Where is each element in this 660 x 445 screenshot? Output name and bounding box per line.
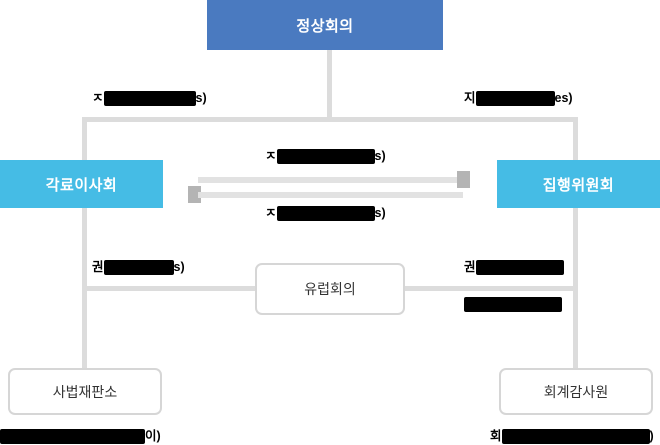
edge-label-summit-to-commission: 지 es) (464, 90, 573, 107)
edge-label-council-to-european: 권 s) (92, 259, 185, 276)
redaction-bar (501, 429, 650, 445)
edge-label-arrow-top: ㅈ s) (265, 148, 386, 165)
redaction-bar (276, 206, 375, 222)
redaction-bar (464, 297, 562, 313)
connector-summit-down (327, 50, 332, 121)
edge-label-arrow-bottom: ㅈ s) (265, 205, 386, 222)
edge-label-suffix: es) (554, 91, 573, 105)
node-summit-label: 정상회의 (296, 17, 354, 35)
arrow-shaft-leftward (198, 192, 463, 198)
redaction-bar (475, 260, 564, 276)
edge-label-prefix: ㅈ (265, 149, 277, 163)
edge-label-commission-to-european-line2 (464, 296, 562, 313)
caption-suffix: ) (649, 429, 654, 443)
redaction-bar (103, 91, 196, 107)
redaction-bar (0, 429, 145, 445)
node-summit[interactable]: 정상회의 (207, 0, 443, 50)
edge-label-commission-to-european-line1: 권 (464, 259, 564, 276)
redaction-bar (276, 149, 375, 165)
edge-label-prefix: 지 (464, 91, 476, 105)
edge-label-suffix: s) (173, 260, 185, 274)
node-court-of-auditors[interactable]: 회계감사원 (499, 368, 653, 415)
edge-label-summit-to-council: ㅈ s) (92, 90, 207, 107)
node-court-of-justice-label: 사법재판소 (52, 383, 118, 400)
node-european-council[interactable]: 유럽회의 (255, 263, 405, 315)
node-council-of-ministers[interactable]: 각료이사회 (0, 160, 163, 208)
edge-label-prefix: ㅈ (265, 206, 277, 220)
edge-label-suffix: s) (374, 149, 386, 163)
node-council-of-ministers-label: 각료이사회 (45, 176, 118, 194)
connector-right-spine (573, 117, 578, 370)
caption-suffix: 이) (145, 429, 161, 443)
arrow-shaft-rightward (198, 177, 463, 183)
node-executive-commission[interactable]: 집행위원회 (497, 160, 660, 208)
redaction-bar (475, 91, 555, 107)
edge-label-suffix: s) (195, 91, 207, 105)
connector-european-council-left (82, 286, 258, 291)
edge-label-suffix: s) (374, 206, 386, 220)
caption-court-of-justice: 이) (0, 428, 161, 445)
connector-left-spine (82, 117, 87, 370)
edge-label-prefix: 권 (464, 260, 476, 274)
edge-label-prefix: 권 (92, 260, 104, 274)
caption-court-of-auditors: 회) (490, 428, 654, 445)
arrow-head-left-icon (188, 186, 201, 203)
node-court-of-justice[interactable]: 사법재판소 (8, 368, 162, 415)
arrow-head-right-icon (457, 171, 470, 188)
node-court-of-auditors-label: 회계감사원 (543, 383, 609, 400)
connector-european-council-right (402, 286, 578, 291)
caption-prefix: 회 (490, 429, 502, 443)
redaction-bar (103, 260, 174, 276)
node-european-council-label: 유럽회의 (304, 281, 356, 297)
edge-label-prefix: ㅈ (92, 91, 104, 105)
node-executive-commission-label: 집행위원회 (542, 176, 615, 194)
connector-tier1-horizontal (82, 117, 578, 122)
